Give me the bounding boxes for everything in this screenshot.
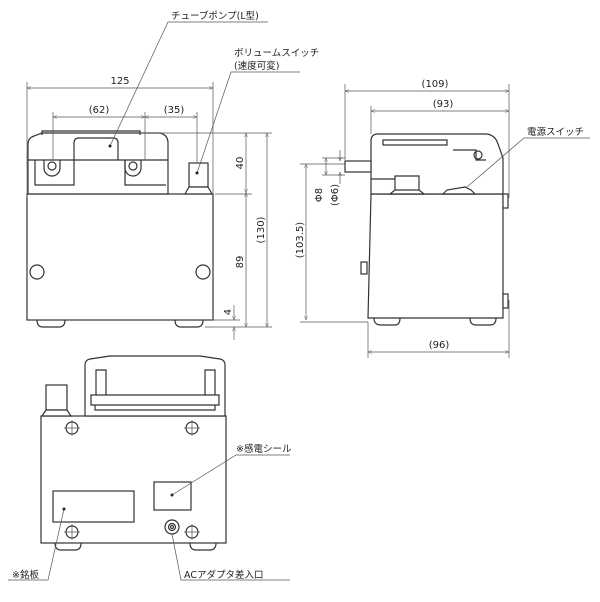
front-feet — [36, 319, 204, 328]
tube-fitting — [344, 160, 372, 173]
dim-roller-pitch: (62) — [89, 105, 110, 116]
pump-head — [27, 132, 169, 195]
label-shock-seal: ※感電シール — [236, 443, 292, 455]
rear-knob — [45, 384, 68, 411]
dim-side-total: (109) — [422, 79, 449, 90]
dim-body-height: 89 — [235, 256, 246, 269]
side-view: (109) (93) (96) (103.5) Φ8 (Φ6) 電源スイッチ — [295, 79, 590, 358]
dim-front-width: 125 — [110, 76, 129, 87]
rear-view: ※感電シール ※銘板 ACアダプタ差入口 — [8, 355, 292, 581]
dim-side-head: (93) — [433, 99, 454, 110]
label-power-switch: 電源スイッチ — [527, 127, 584, 138]
rear-body — [40, 415, 227, 544]
front-view: 125 (62) (35) 40 89 4 (130) チューブポンプ(L型) … — [26, 10, 319, 340]
dim-tube-id: (Φ6) — [330, 184, 341, 206]
volume-knob — [188, 162, 209, 188]
side-knob — [388, 175, 426, 195]
dim-head-height: 40 — [235, 157, 246, 170]
label-nameplate: ※銘板 — [12, 569, 39, 581]
dim-switch-offset: (35) — [164, 105, 185, 116]
side-screw-hole — [195, 264, 211, 280]
dim-foot-height: 4 — [223, 309, 234, 315]
power-switch — [441, 186, 477, 195]
label-tube-pump: チューブポンプ(L型) — [171, 10, 259, 22]
side-body — [367, 193, 504, 319]
label-ac-adapter: ACアダプタ差入口 — [184, 569, 263, 581]
dim-side-base: (96) — [429, 340, 450, 351]
rear-head — [84, 355, 226, 417]
dim-tube-od: Φ8 — [314, 188, 325, 202]
label-volume-switch-sub: (速度可変) — [234, 60, 279, 72]
dim-side-tube-height: (103.5) — [295, 222, 306, 259]
side-head — [370, 133, 504, 195]
dim-total-height: (130) — [256, 216, 267, 243]
shock-seal-area — [153, 481, 192, 511]
label-volume-switch: ボリュームスイッチ — [234, 48, 319, 59]
screw-icons — [64, 420, 200, 540]
front-body — [26, 193, 214, 321]
nameplate-area — [52, 490, 135, 523]
side-screw-hole — [29, 264, 45, 280]
